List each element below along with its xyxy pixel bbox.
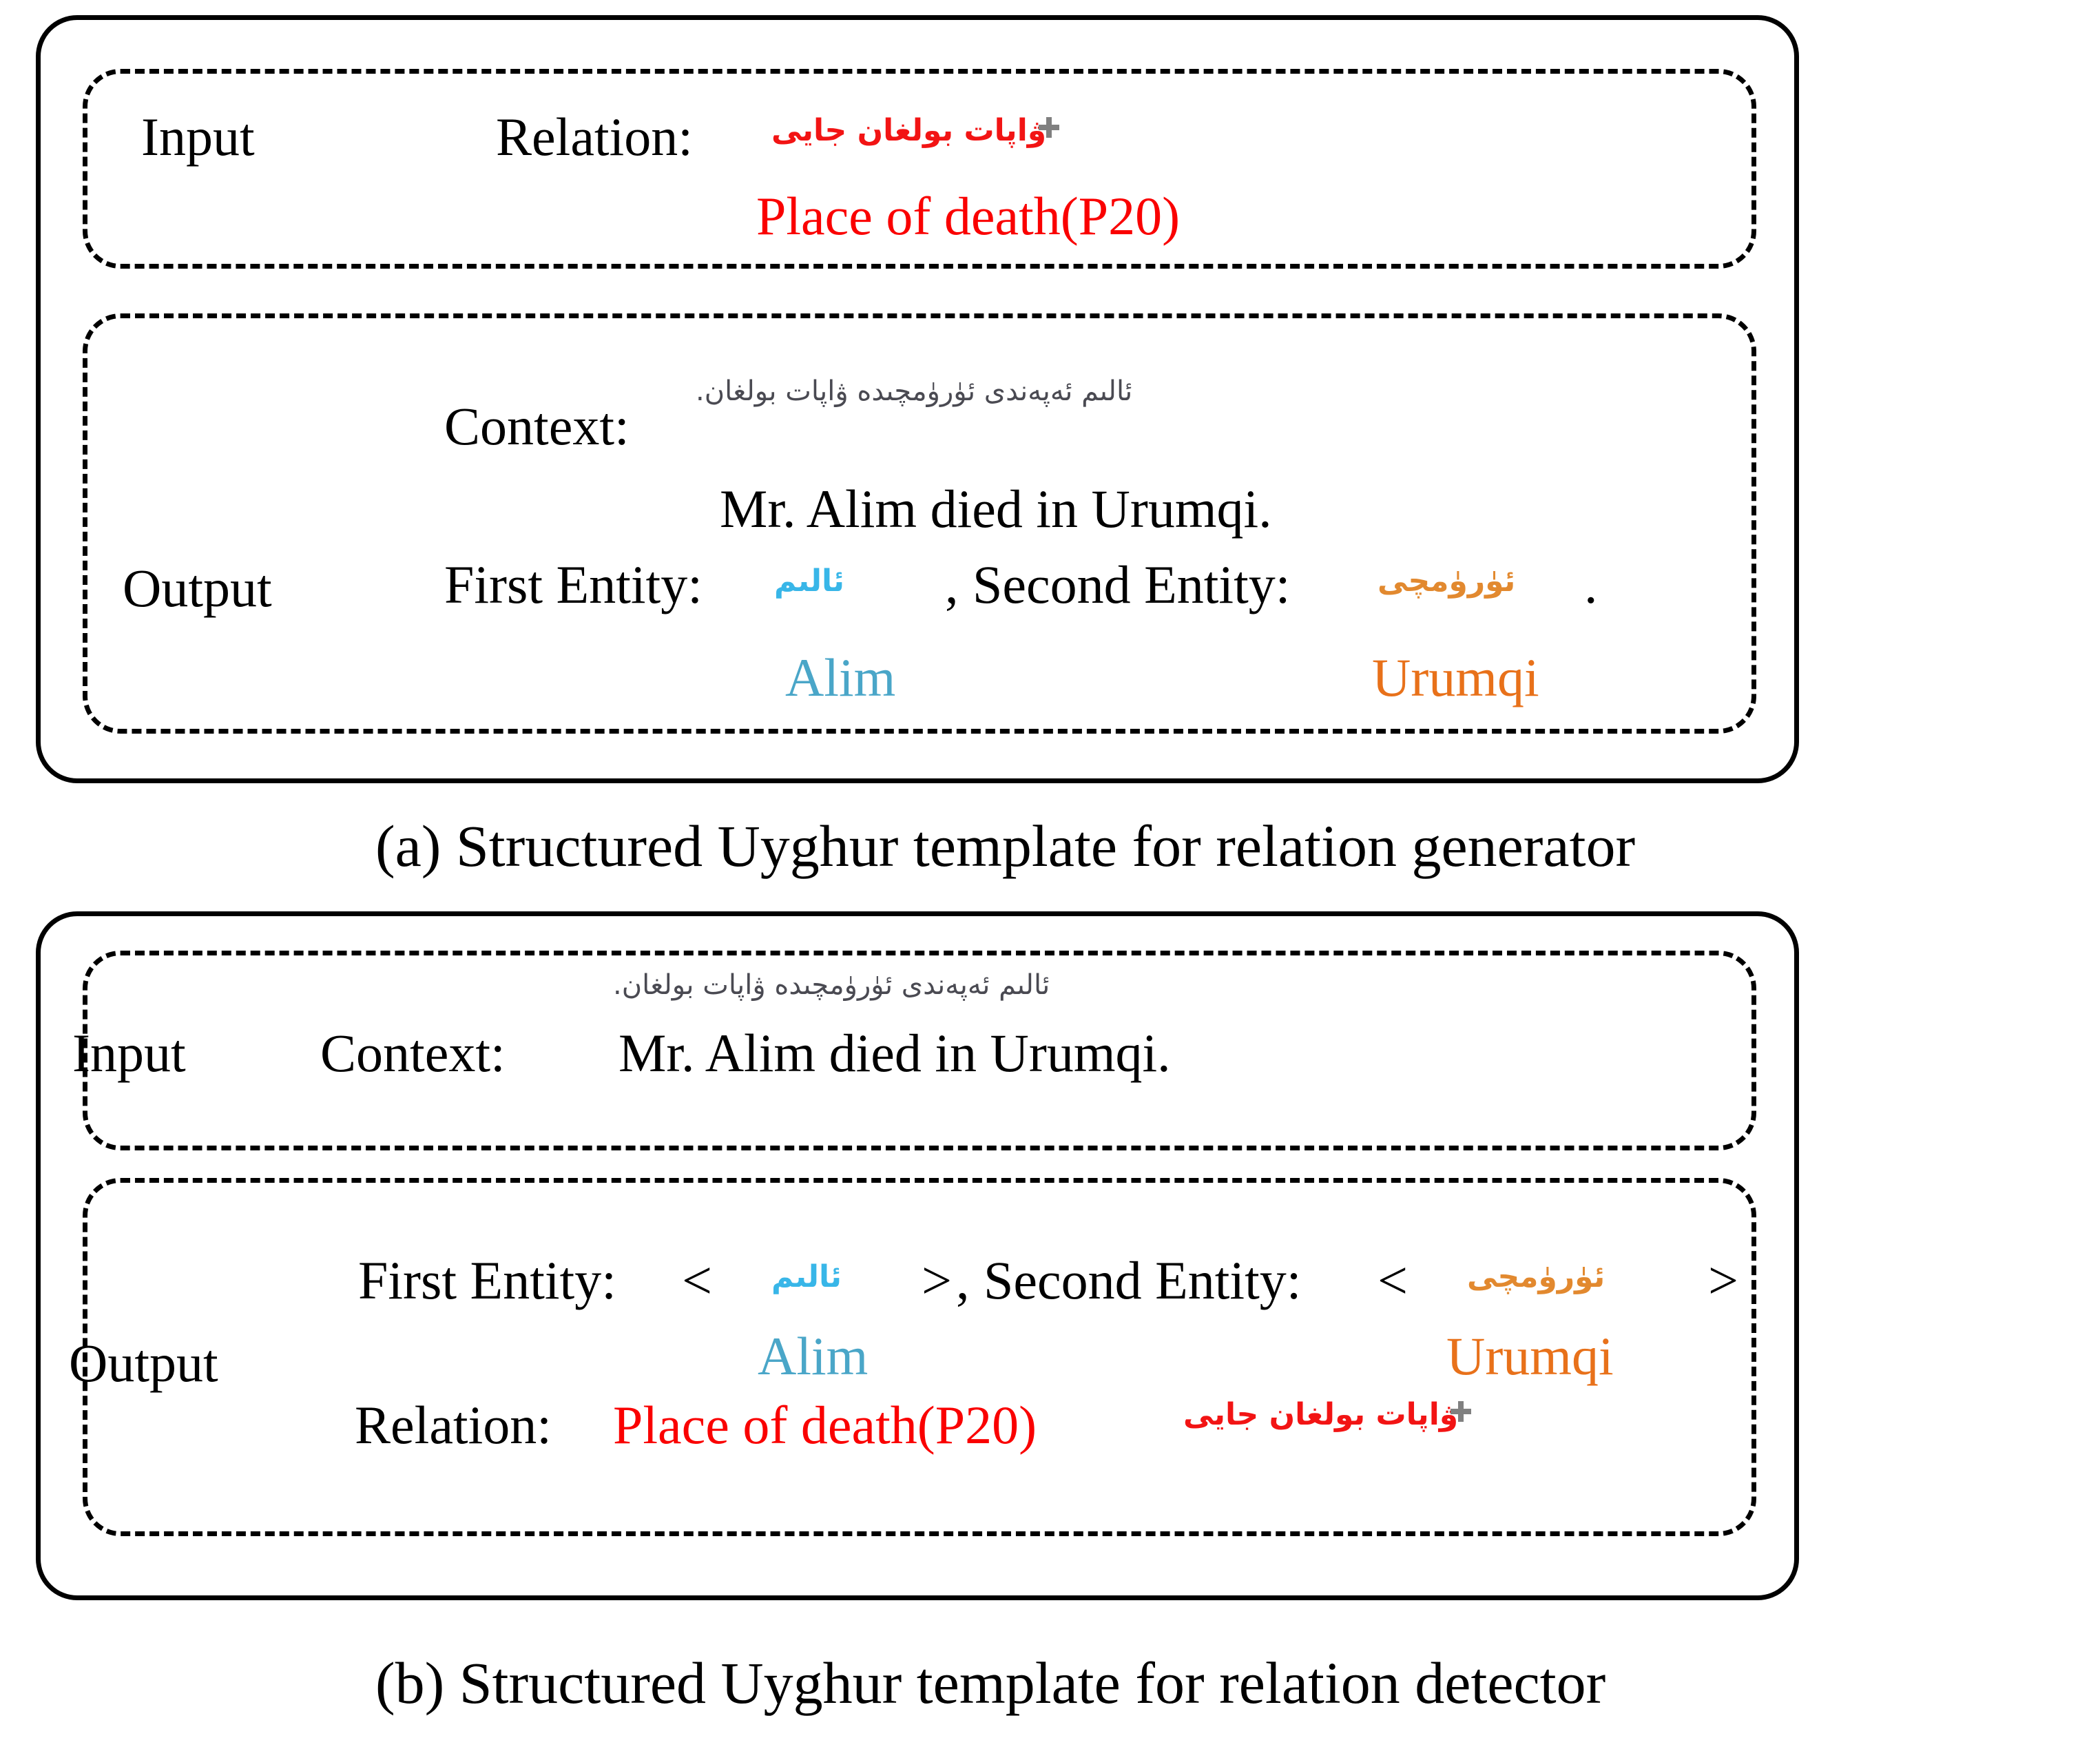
panel-a-context-english-value: Mr. Alim died in Urumqi. (720, 479, 1272, 539)
panel-a-first-entity-uyghur-value: ئالىم (774, 563, 845, 599)
panel-b-output-box (83, 1178, 1756, 1536)
panel-b-container (36, 911, 1799, 1600)
panel-b-context-uyghur-value: ئالىم ئەپەندى ئۈرۈمچىدە ۋاپات بولغان. (613, 969, 1050, 1001)
panel-a-output-box (83, 313, 1756, 734)
panel-a-container (36, 15, 1799, 783)
panel-b-first-entity-field-label: First Entity: (358, 1250, 616, 1310)
panel-b-context-english-value: Mr. Alim died in Urumqi. (618, 1023, 1171, 1083)
panel-a-first-entity-english-value: Alim (785, 648, 896, 707)
panel-a-output-role-label: Output (123, 558, 272, 618)
panel-a-second-entity-field-label: Second Entity: (973, 555, 1291, 614)
panel-a-output-terminator-period: . (1584, 555, 1598, 614)
panel-b-first-entity-close-bracket: > (922, 1250, 952, 1310)
panel-b-second-entity-english-value: Urumqi (1446, 1326, 1614, 1386)
panel-b-input-role-label: Input (72, 1023, 186, 1083)
panel-a-entity-separator-comma: , (945, 555, 959, 614)
panel-b-entity-separator-comma: , (956, 1250, 970, 1310)
crosshair-cursor-icon (1039, 117, 1059, 138)
panel-a-second-entity-english-value: Urumqi (1372, 648, 1539, 707)
panel-a-second-entity-uyghur-value: ئۈرۈمچى (1378, 563, 1516, 599)
panel-b-context-field-label: Context: (320, 1023, 506, 1083)
panel-b-first-entity-english-value: Alim (758, 1326, 869, 1386)
panel-b-relation-english-value: Place of death(P20) (613, 1395, 1037, 1455)
panel-a-input-role-label: Input (141, 107, 255, 167)
panel-b-output-role-label: Output (69, 1333, 218, 1393)
panel-a-caption: (a) Structured Uyghur template for relat… (375, 813, 1636, 879)
panel-a-relation-field-label: Relation: (496, 107, 693, 167)
crosshair-cursor-icon (1451, 1401, 1471, 1422)
panel-a-relation-english-value: Place of death(P20) (756, 186, 1181, 246)
panel-a-first-entity-field-label: First Entity: (444, 555, 703, 614)
panel-b-caption: (b) Structured Uyghur template for relat… (375, 1650, 1606, 1716)
panel-b-input-box (83, 951, 1756, 1150)
panel-b-first-entity-open-bracket: < (682, 1250, 712, 1310)
panel-a-relation-uyghur-value: ۋاپات بولغان جايى (771, 113, 1047, 148)
panel-b-second-entity-field-label: Second Entity: (984, 1250, 1302, 1310)
panel-b-relation-field-label: Relation: (355, 1395, 552, 1455)
panel-b-second-entity-close-bracket: > (1708, 1250, 1738, 1310)
panel-b-first-entity-uyghur-value: ئالىم (771, 1259, 842, 1294)
panel-b-second-entity-open-bracket: < (1378, 1250, 1408, 1310)
panel-b-second-entity-uyghur-value: ئۈرۈمچى (1467, 1259, 1605, 1294)
panel-a-context-uyghur-value: ئالىم ئەپەندى ئۈرۈمچىدە ۋاپات بولغان. (696, 375, 1133, 407)
panel-a-context-field-label: Context: (444, 396, 630, 456)
panel-a-input-box (83, 69, 1756, 269)
panel-b-relation-uyghur-value: ۋاپات بولغان جايى (1183, 1397, 1459, 1432)
